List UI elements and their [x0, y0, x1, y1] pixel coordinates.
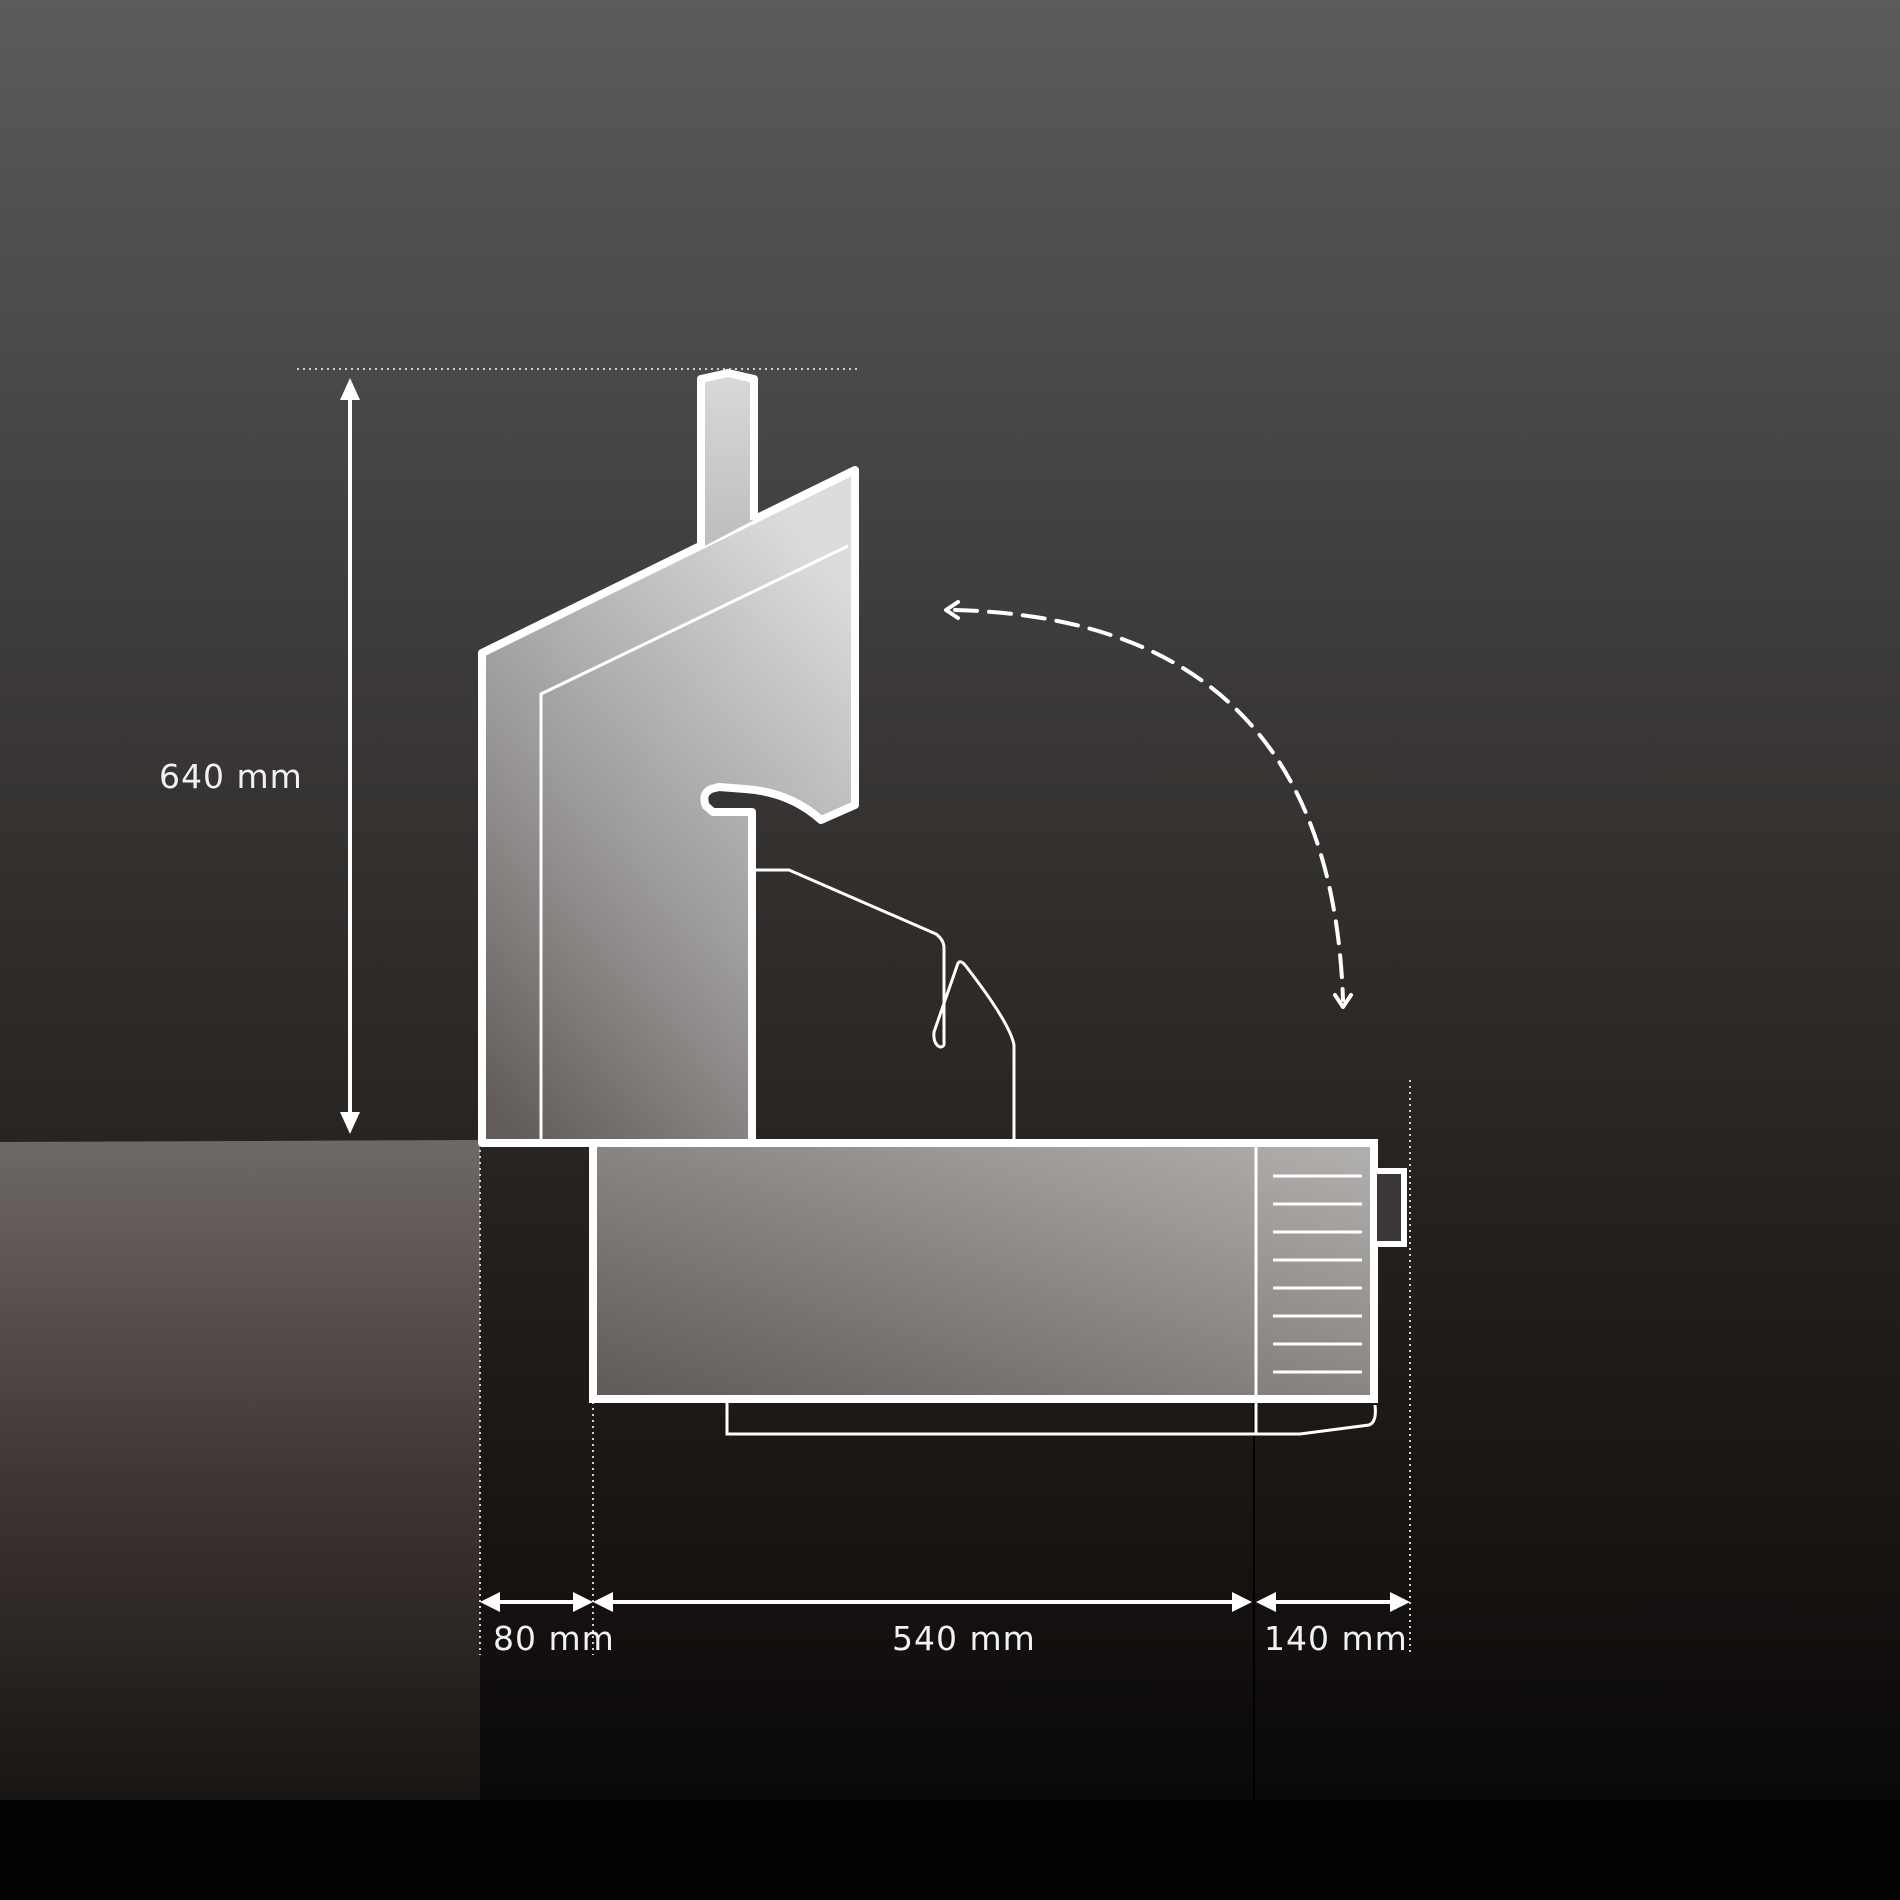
height-dimension-label: 640 mm — [159, 757, 303, 796]
countertop — [0, 1140, 480, 1900]
offset-dimension-arrow — [480, 1592, 593, 1612]
tower-body — [478, 466, 859, 1147]
vent-grille — [1273, 1174, 1362, 1374]
tower-chimney — [697, 369, 758, 548]
base-body — [589, 1139, 1378, 1403]
depth-dimension-label: 540 mm — [892, 1619, 1036, 1658]
tower-inner-panel-line — [539, 544, 849, 1143]
spout-outline — [756, 868, 1016, 1140]
curved-dashed-arrow-icon — [944, 600, 1353, 1009]
horizontal-dimension-arrows — [480, 1592, 1410, 1612]
overhang-dimension-label: 140 mm — [1264, 1619, 1408, 1658]
base-side-knob — [1371, 1168, 1407, 1247]
drip-tray — [725, 1401, 1377, 1436]
offset-dimension-label: 80 mm — [493, 1619, 615, 1658]
appliance — [478, 369, 1407, 1436]
depth-dimension-arrow — [593, 1592, 1252, 1612]
overhang-dimension-arrow — [1256, 1592, 1410, 1612]
floor-band — [0, 1800, 1900, 1900]
height-dimension-arrow — [340, 378, 360, 1134]
